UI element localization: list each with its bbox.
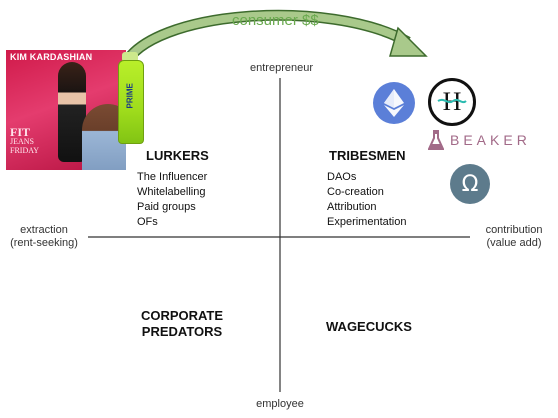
- axis-left-line-2: (rent-seeking): [10, 237, 78, 249]
- consumer-flow-arrow-body: [120, 11, 410, 68]
- list-item: OFs: [137, 216, 158, 228]
- tribesmen-list: DAOs Co-creation Attribution Experimenta…: [327, 170, 407, 230]
- beaker-logo: BEAKER: [428, 129, 531, 151]
- axis-right-line-2: (value add): [486, 237, 542, 249]
- quadrant-title: LURKERS: [146, 148, 209, 163]
- book-words: FIT JEANS FRIDAY: [10, 125, 40, 155]
- ethereum-diamond-icon: [384, 89, 404, 117]
- beaker-flask-icon: [428, 130, 444, 150]
- omega-symbol: Ω: [461, 171, 479, 197]
- consumer-flow-arrowhead: [389, 26, 428, 57]
- influencer-collage-image: KIM KARDASHIAN FIT JEANS FRIDAY: [6, 50, 126, 170]
- woman-figure: [58, 62, 86, 162]
- book-title: KIM KARDASHIAN: [10, 52, 93, 62]
- quadrant-lurkers: LURKERS: [146, 148, 209, 164]
- list-item: Attribution: [327, 201, 377, 213]
- bottle-label: PRIME: [125, 83, 135, 109]
- list-item: Experimentation: [327, 216, 407, 228]
- book-word: FRIDAY: [10, 146, 40, 155]
- axis-top-label: entrepreneur: [250, 62, 313, 74]
- axis-right-label: contribution (value add): [472, 224, 556, 250]
- list-item: Paid groups: [137, 201, 196, 213]
- prime-bottle-icon: [118, 60, 144, 144]
- list-item: Co-creation: [327, 186, 384, 198]
- consumer-label: consumer $$: [232, 12, 319, 29]
- book-word: FIT: [10, 125, 31, 139]
- list-item: DAOs: [327, 171, 357, 183]
- list-item: Whitelabelling: [137, 186, 206, 198]
- omega-logo-icon: Ω: [450, 164, 490, 204]
- h-logo-wave-icon: [437, 98, 467, 104]
- axis-right-line-1: contribution: [485, 224, 543, 236]
- ethereum-logo-icon: [373, 82, 415, 124]
- quadrant-title-line-1: CORPORATE: [140, 308, 224, 323]
- h-logo-icon: H: [428, 78, 476, 126]
- quadrant-corporate-predators: CORPORATE PREDATORS: [134, 308, 230, 340]
- book-word: JEANS: [10, 137, 35, 146]
- axis-bottom-label: employee: [256, 398, 304, 410]
- quadrant-tribesmen: TRIBESMEN: [329, 148, 406, 164]
- axis-left-label: extraction (rent-seeking): [2, 224, 86, 250]
- quadrant-wagecucks: WAGECUCKS: [326, 319, 412, 334]
- list-item: The Influencer: [137, 171, 208, 183]
- quadrant-title-line-2: PREDATORS: [141, 324, 223, 339]
- quadrant-title: TRIBESMEN: [329, 148, 406, 163]
- axis-left-line-1: extraction: [20, 224, 68, 236]
- lurkers-list: The Influencer Whitelabelling Paid group…: [137, 170, 207, 230]
- bottle-cap: [122, 52, 138, 62]
- beaker-wordmark: BEAKER: [450, 132, 531, 148]
